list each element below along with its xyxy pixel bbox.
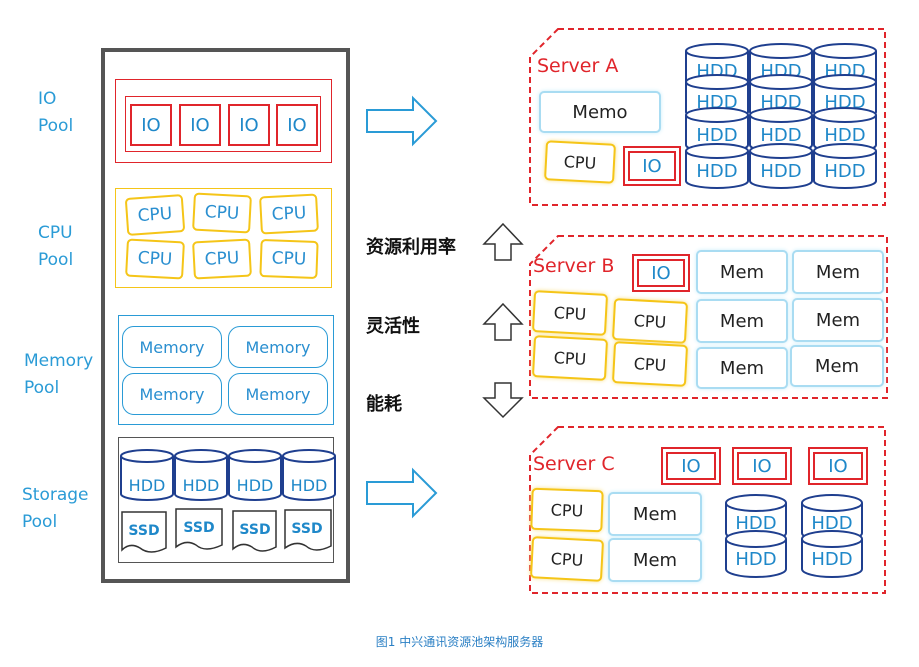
arrow-down-icon (482, 382, 524, 419)
server-b-io: IO (632, 254, 690, 292)
server-a-outline (529, 28, 886, 206)
server-b-cpu: CPU (611, 341, 689, 387)
svg-text:HDD: HDD (735, 513, 776, 534)
cpu-pool-group (115, 188, 332, 288)
io-pool-item: IO (130, 104, 172, 146)
server-b-title: Server B (533, 255, 615, 277)
server-a-io: IO (623, 146, 681, 186)
svg-text:HDD: HDD (760, 125, 801, 146)
hdd-cylinder: HDD (749, 107, 813, 153)
arrow-right-icon (366, 467, 438, 519)
server-b-outline (529, 235, 888, 399)
cpu-pool-label: CPU Pool (38, 223, 74, 270)
hdd-cylinder: HDD (228, 449, 282, 501)
server-c-cpu: CPU (530, 487, 604, 533)
svg-text:HDD: HDD (811, 513, 852, 534)
server-b-cpu: CPU (531, 290, 609, 336)
hdd-cylinder: HDD (174, 449, 228, 501)
io-pool-item: IO (228, 104, 270, 146)
hdd-cylinder: HDD (749, 143, 813, 189)
svg-text:SSD: SSD (183, 520, 214, 536)
memory-pool-item: Memory (228, 373, 328, 415)
server-c-hdd-stack: HDD HDD HDD HDD (725, 494, 863, 578)
memory-pool-item: Memory (122, 373, 222, 415)
server-b-memory: Mem (792, 298, 884, 342)
svg-text:SSD: SSD (239, 522, 270, 538)
hdd-cylinder: HDD (685, 143, 749, 189)
svg-text:HDD: HDD (237, 476, 274, 495)
svg-text:HDD: HDD (183, 476, 220, 495)
svg-text:HDD: HDD (696, 125, 737, 146)
server-c-cpu: CPU (529, 536, 605, 582)
svg-text:HDD: HDD (824, 125, 865, 146)
server-b-memory: Mem (790, 345, 884, 387)
hdd-cylinder: HDD (813, 143, 877, 189)
hdd-cylinder: HDD (282, 449, 336, 501)
server-c-io: IO (808, 447, 868, 485)
memory-pool-item: Memory (228, 326, 328, 368)
server-c-outline (529, 426, 886, 594)
hdd-cylinder: HDD (685, 107, 749, 153)
server-a-title: Server A (537, 55, 619, 77)
io-pool-item: IO (179, 104, 221, 146)
svg-text:SSD: SSD (128, 523, 159, 539)
ssd-card: SSD (175, 508, 223, 550)
server-b-memory: Mem (792, 250, 884, 294)
io-pool-group (115, 79, 332, 163)
resource-pool-rack (101, 48, 350, 583)
arrow-right-icon (366, 95, 438, 147)
utilization-label: 资源利用率 (366, 237, 456, 258)
hdd-cylinder: HDD (801, 530, 863, 578)
server-b-memory: Mem (696, 299, 788, 343)
server-b-memory: Mem (696, 250, 788, 294)
server-c-io: IO (661, 447, 721, 485)
memory-pool-label: Memory Pool (24, 351, 94, 398)
hdd-cylinder: HDD (725, 530, 787, 578)
server-a-cpu: CPU (544, 140, 616, 184)
svg-text:HDD: HDD (811, 549, 852, 570)
ssd-card: SSD (232, 510, 277, 552)
io-pool-inner (125, 96, 321, 152)
storage-pool-label: Storage Pool (22, 485, 89, 532)
io-pool-item: IO (276, 104, 318, 146)
server-c-title: Server C (533, 453, 615, 475)
storage-pool-group (118, 437, 334, 563)
server-c-memory: Mem (608, 538, 702, 582)
figure-caption: 图1 中兴通讯资源池架构服务器 (375, 635, 544, 649)
server-b-cpu: CPU (611, 298, 689, 344)
hdd-cylinder: HDD (120, 449, 174, 501)
hdd-cylinder: HDD (813, 107, 877, 153)
server-b-cpu: CPU (531, 335, 609, 381)
arrow-up-icon (482, 302, 524, 341)
io-pool-label: IO Pool (38, 89, 74, 136)
server-a-memory: Memo (539, 91, 661, 133)
server-c-memory: Mem (608, 492, 702, 536)
svg-text:HDD: HDD (760, 161, 801, 182)
ssd-card: SSD (284, 509, 332, 551)
memory-pool-group (118, 315, 334, 425)
svg-text:HDD: HDD (735, 549, 776, 570)
arrow-up-icon (482, 222, 524, 261)
flexibility-label: 灵活性 (366, 316, 420, 337)
svg-text:HDD: HDD (291, 476, 328, 495)
svg-text:HDD: HDD (696, 161, 737, 182)
ssd-card: SSD (121, 511, 167, 553)
svg-text:HDD: HDD (824, 161, 865, 182)
svg-text:SSD: SSD (291, 521, 322, 537)
energy-label: 能耗 (366, 394, 402, 415)
server-c-io: IO (732, 447, 792, 485)
svg-text:HDD: HDD (129, 476, 166, 495)
server-b-memory: Mem (696, 347, 788, 389)
memory-pool-item: Memory (122, 326, 222, 368)
